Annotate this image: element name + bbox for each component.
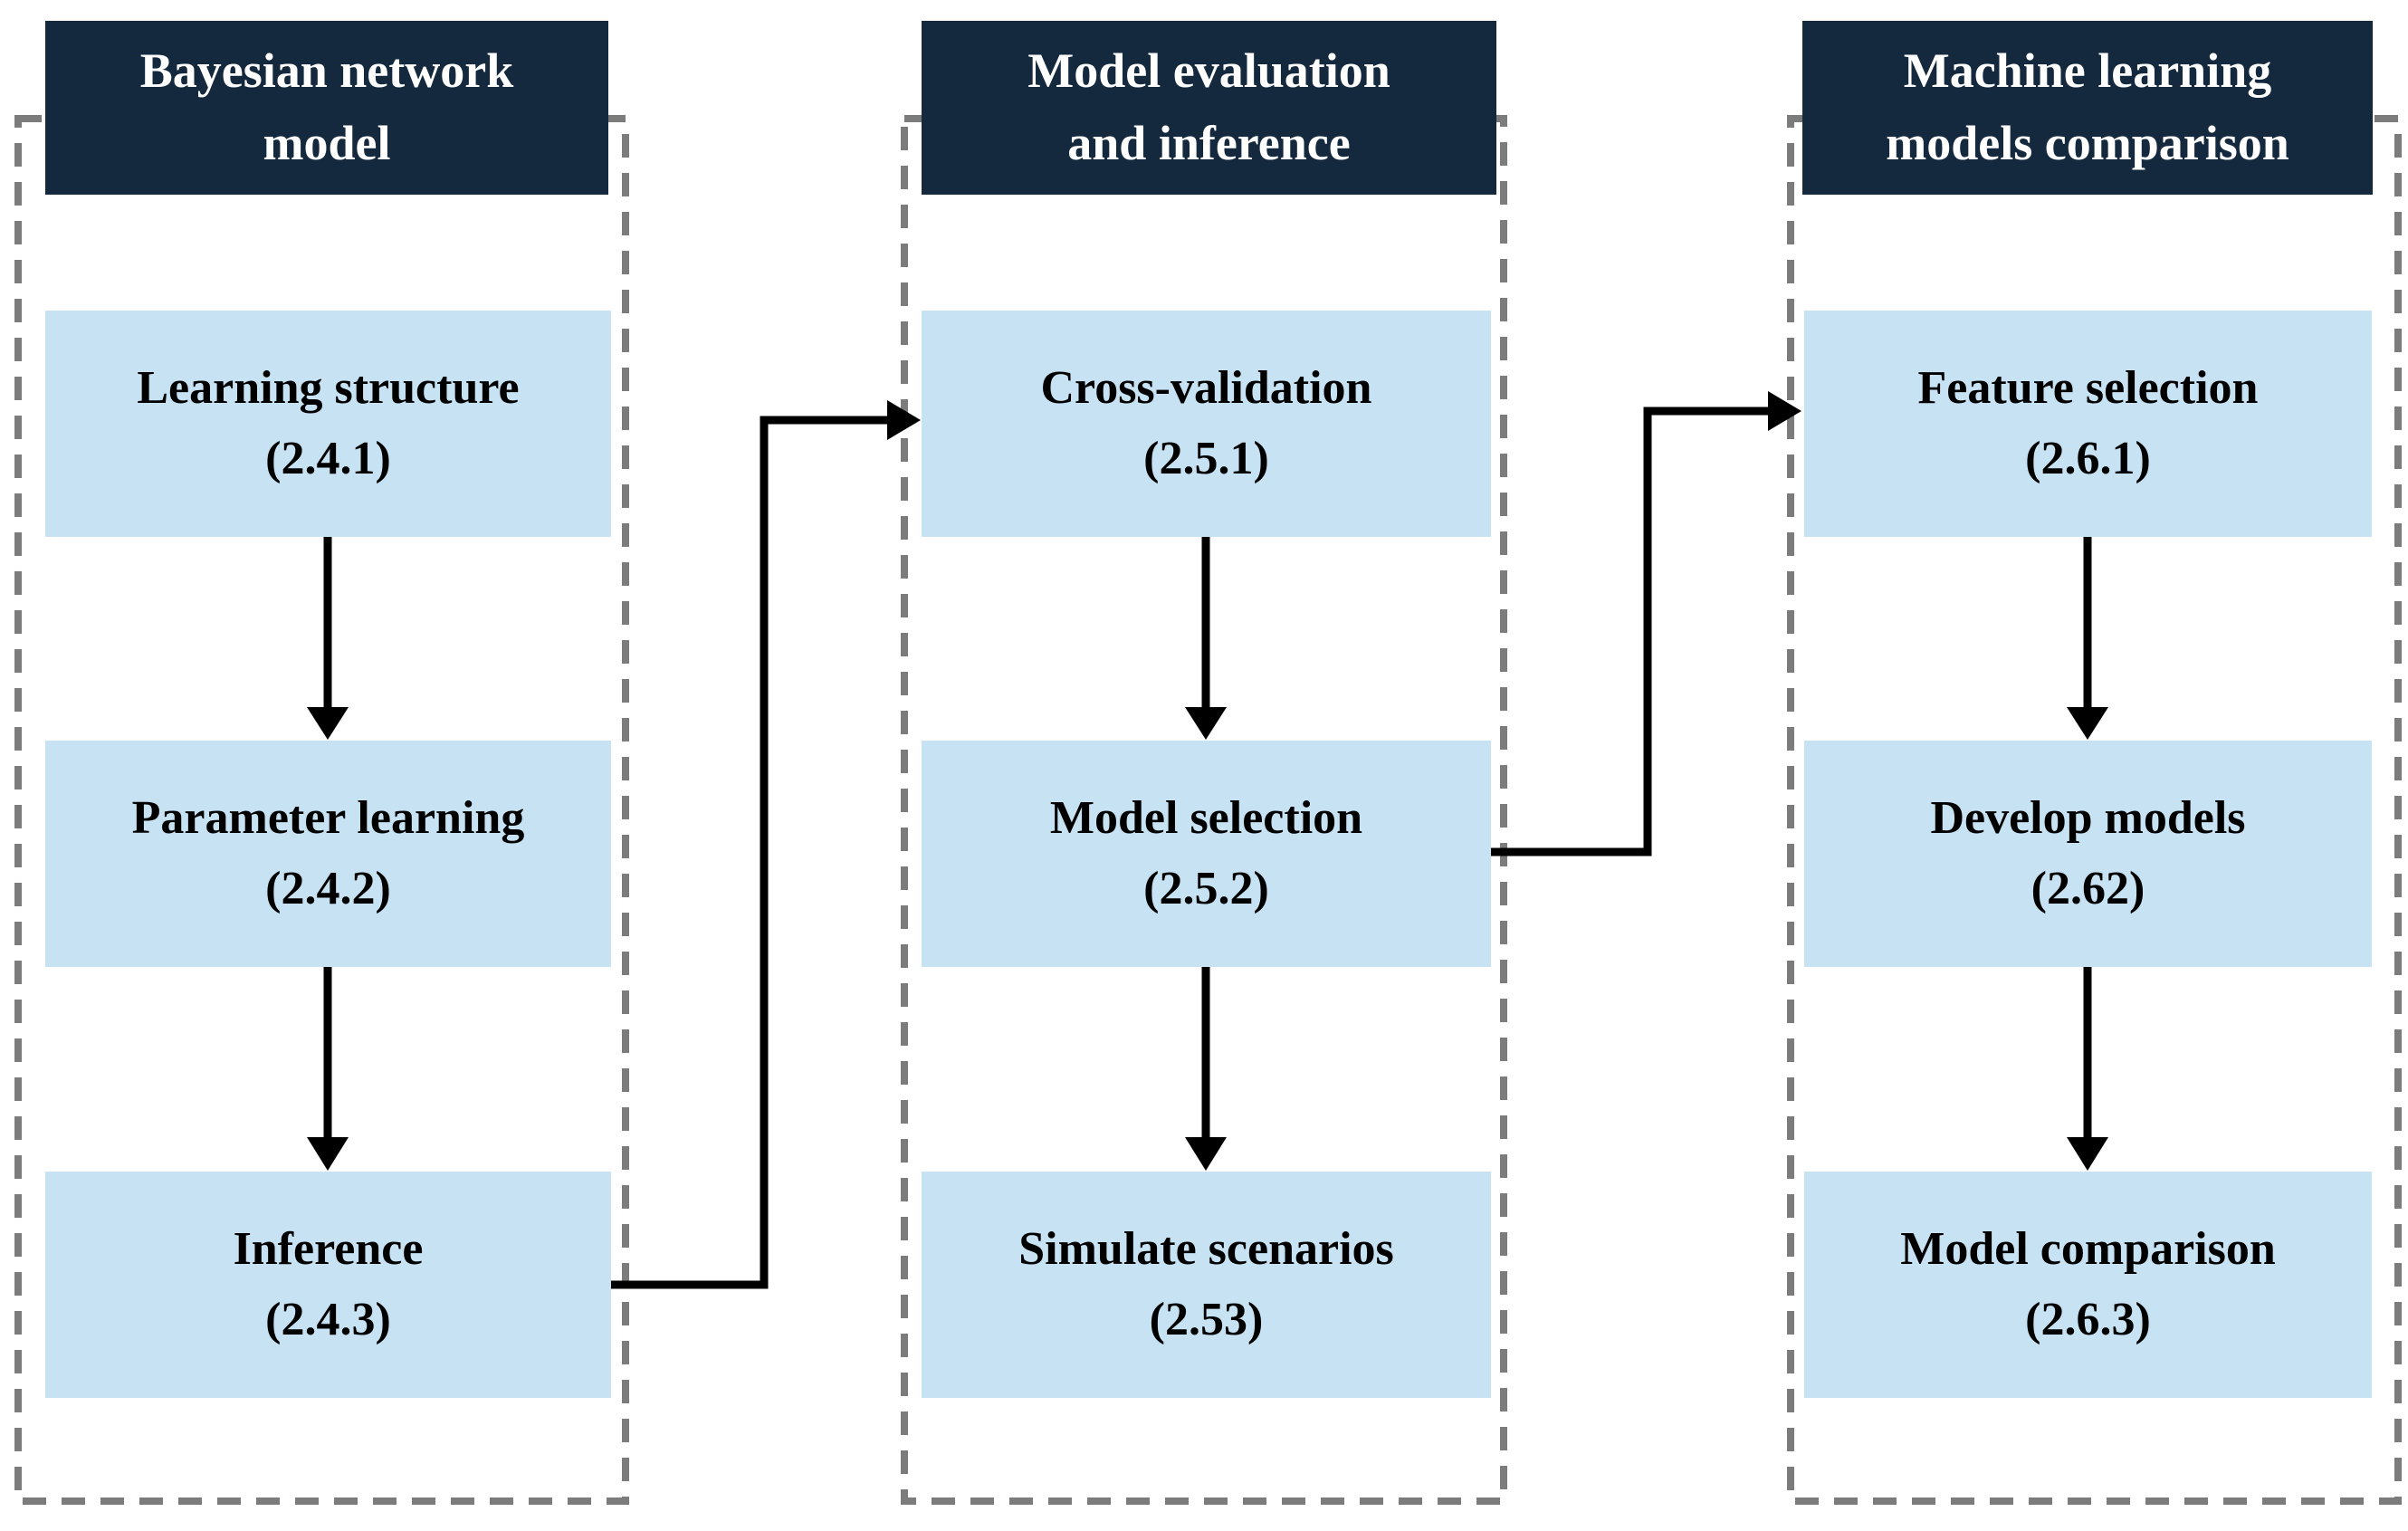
- connector-model-selection-to-feature-selection: [1491, 391, 1801, 856]
- arrow-cross-validation-to-model-selection: [1185, 537, 1227, 740]
- header-title-line: Model evaluation: [1027, 43, 1390, 99]
- header-title-line: Machine learning: [1903, 43, 2272, 99]
- box-ref: (2.62): [2031, 863, 2145, 914]
- box-learning-structure: Learning structure (2.4.1): [45, 311, 611, 537]
- box-model-selection: Model selection (2.5.2): [922, 741, 1491, 967]
- box-inference: Inference (2.4.3): [45, 1172, 611, 1398]
- box-label: Simulate scenarios: [1018, 1223, 1394, 1275]
- box-feature-selection: Feature selection (2.6.1): [1804, 311, 2372, 537]
- arrow-feature-selection-to-develop-models: [2067, 537, 2108, 740]
- column-2-dashed-border: [901, 115, 1507, 1505]
- column-1-dashed-border: [14, 115, 629, 1505]
- box-ref: (2.4.3): [265, 1294, 391, 1345]
- box-ref: (2.4.1): [265, 433, 391, 484]
- box-ref: (2.6.1): [2025, 433, 2151, 484]
- box-simulate-scenarios: Simulate scenarios (2.53): [922, 1172, 1491, 1398]
- box-label: Develop models: [1930, 792, 2246, 844]
- box-label: Learning structure: [137, 362, 520, 414]
- arrowhead-down-icon: [1185, 707, 1227, 740]
- box-label: Feature selection: [1917, 362, 2259, 414]
- arrow-model-selection-to-simulate-scenarios: [1185, 967, 1227, 1171]
- arrowhead-right-icon: [1768, 391, 1801, 431]
- box-model-comparison: Model comparison (2.6.3): [1804, 1172, 2372, 1398]
- arrow-parameter-learning-to-inference: [307, 967, 349, 1171]
- column-header-machine-learning-models-comparison: Machine learning models comparison: [1802, 21, 2373, 195]
- arrowhead-down-icon: [2067, 707, 2108, 740]
- connector-inference-to-cross-validation: [611, 400, 921, 1289]
- arrowhead-down-icon: [1185, 1137, 1227, 1171]
- box-parameter-learning: Parameter learning (2.4.2): [45, 741, 611, 967]
- box-ref: (2.5.1): [1143, 433, 1269, 484]
- column-header-model-evaluation-and-inference: Model evaluation and inference: [922, 21, 1496, 195]
- header-title-line: models comparison: [1886, 116, 2289, 170]
- box-ref: (2.5.2): [1143, 863, 1269, 914]
- column-3-dashed-border: [1787, 115, 2402, 1505]
- arrowhead-down-icon: [307, 707, 349, 740]
- box-label: Inference: [233, 1223, 424, 1275]
- box-cross-validation: Cross-validation (2.5.1): [922, 311, 1491, 537]
- box-ref: (2.4.2): [265, 863, 391, 914]
- arrow-learning-structure-to-parameter-learning: [307, 537, 349, 740]
- arrow-develop-models-to-model-comparison: [2067, 967, 2108, 1171]
- box-label: Parameter learning: [131, 792, 525, 844]
- header-title-line: and inference: [1067, 116, 1351, 170]
- arrowhead-right-icon: [887, 400, 921, 440]
- arrowhead-down-icon: [2067, 1137, 2108, 1171]
- box-develop-models: Develop models (2.62): [1804, 741, 2372, 967]
- box-label: Model selection: [1049, 792, 1363, 844]
- box-ref: (2.6.3): [2025, 1294, 2151, 1345]
- header-title-line: model: [263, 116, 391, 170]
- box-ref: (2.53): [1149, 1294, 1264, 1345]
- arrowhead-down-icon: [307, 1137, 349, 1171]
- column-header-bayesian-network-model: Bayesian network model: [45, 21, 608, 195]
- box-label: Model comparison: [1900, 1223, 2276, 1275]
- box-label: Cross-validation: [1040, 362, 1372, 414]
- header-title-line: Bayesian network: [139, 43, 514, 99]
